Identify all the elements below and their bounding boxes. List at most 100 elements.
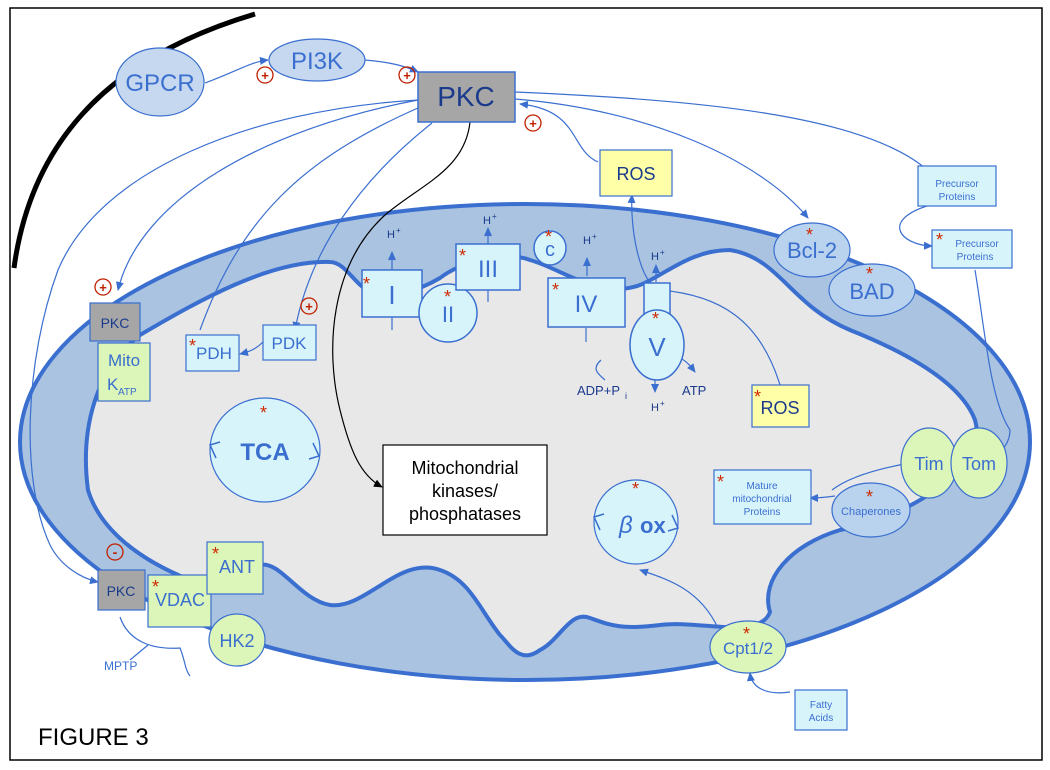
svg-text:*: * (552, 280, 559, 300)
complex-iii-node (455, 243, 521, 291)
cytochrome-c-node (533, 230, 567, 266)
precursor-outer-node (917, 165, 997, 207)
ros-outer-label: ROS (616, 164, 655, 184)
hplus-3-sup: + (492, 212, 497, 221)
plus-pkc-top: + (99, 280, 107, 295)
svg-text:*: * (866, 487, 873, 507)
hplus-1: H (387, 229, 395, 241)
mito-katp-k: K (107, 375, 119, 394)
svg-text:*: * (444, 287, 451, 307)
cpt-label: Cpt1/2 (723, 639, 773, 658)
mature-line1: Mature (746, 481, 778, 492)
svg-text:*: * (545, 227, 552, 247)
vdac-node (147, 574, 212, 628)
bcl2-label: Bcl-2 (787, 238, 837, 263)
adp-label: ADP+P (577, 383, 620, 398)
pkc-main-node (417, 71, 516, 123)
bcl2-node (773, 222, 851, 278)
chaperones-node (831, 482, 911, 538)
hplus-5: H (651, 251, 659, 263)
svg-text:*: * (743, 624, 750, 644)
ros-inner-label: ROS (760, 398, 799, 418)
tom-label: Tom (962, 454, 996, 474)
complex-v-node (629, 309, 685, 381)
svg-text:*: * (363, 274, 370, 294)
precursor-outer-line1: Precursor (935, 179, 979, 190)
mptp-label: MPTP (104, 659, 137, 673)
hplus-4: H (583, 235, 591, 247)
pkc-top-node (89, 302, 141, 342)
hk2-node (208, 613, 266, 667)
beta-label: β (618, 512, 633, 539)
tca-label: TCA (240, 439, 289, 466)
kinases-node (382, 444, 548, 536)
hplus-matrix-sup: + (660, 399, 665, 408)
complex-i-node (361, 269, 423, 318)
complex-ii-node (418, 283, 478, 343)
pkc-bottom-label: PKC (107, 583, 136, 599)
pi3k-node (268, 38, 366, 82)
pi3k-label: PI3K (291, 48, 343, 75)
svg-text:*: * (260, 403, 267, 423)
complex-i-label: I (388, 280, 395, 310)
svg-text:*: * (652, 309, 659, 329)
mito-katp-node (97, 342, 151, 402)
pdk-node (262, 324, 317, 361)
fatty-acids-node (794, 689, 848, 731)
pkc-bottom-node (97, 569, 146, 611)
pdk-label: PDK (272, 334, 308, 353)
fatty-acids-line1: Fatty (810, 700, 832, 711)
ros-inner-node (751, 384, 810, 428)
plus-pi3k: + (261, 68, 269, 83)
complex-ii-label: II (442, 302, 454, 327)
svg-text:*: * (717, 472, 724, 492)
complex-iii-label: III (478, 256, 498, 283)
tca-node (209, 397, 321, 503)
hplus-5-sup: + (660, 248, 665, 257)
precursor-inner-line2: Proteins (957, 252, 994, 263)
svg-text:*: * (936, 230, 943, 250)
gpcr-node (115, 47, 205, 117)
pdh-label: PDH (196, 344, 232, 363)
gpcr-label: GPCR (125, 70, 194, 97)
svg-text:*: * (459, 246, 466, 266)
kinases-line1: Mitochondrial (411, 458, 518, 478)
plus-ros: + (529, 116, 537, 131)
precursor-outer-line2: Proteins (939, 192, 976, 203)
atp-label: ATP (682, 383, 706, 398)
plus-pkc: + (403, 68, 411, 83)
hk2-label: HK2 (219, 631, 254, 651)
cytochrome-c-label: c (545, 239, 555, 261)
asterisks: * * * * * * * * * * * * * * * * * * (152, 225, 943, 644)
pkc-to-kinases-arrow (332, 121, 471, 488)
mito-katp-line1: Mito (108, 351, 140, 370)
svg-text:*: * (152, 577, 159, 597)
mature-line2: mitochondrial (732, 494, 791, 505)
tim-label: Tim (914, 454, 943, 474)
svg-text:*: * (632, 479, 639, 499)
hplus-matrix: H (651, 402, 659, 414)
ox-label: ox (640, 513, 666, 538)
complex-iv-label: IV (575, 291, 598, 318)
complex-iv-node (547, 277, 626, 328)
adp-sub: i (625, 391, 627, 401)
pkc-top-label: PKC (101, 315, 130, 331)
hplus-1-sup: + (396, 226, 401, 235)
fatty-acids-line2: Acids (809, 713, 833, 724)
minus-pkc-bottom: - (113, 544, 118, 560)
vdac-label: VDAC (155, 590, 205, 610)
chaperones-label: Chaperones (841, 506, 901, 518)
svg-text:*: * (754, 387, 761, 407)
complex-v-label: V (648, 332, 666, 362)
tom-node (950, 427, 1008, 499)
kinases-line3: phosphatases (409, 504, 521, 524)
cell-membrane (11, 11, 256, 269)
pkc-main-label: PKC (437, 81, 495, 112)
beta-ox-node (593, 479, 679, 565)
cycle-arrows (208, 441, 680, 532)
svg-text:*: * (189, 336, 196, 356)
ant-label: ANT (219, 557, 255, 577)
bad-label: BAD (849, 279, 894, 304)
